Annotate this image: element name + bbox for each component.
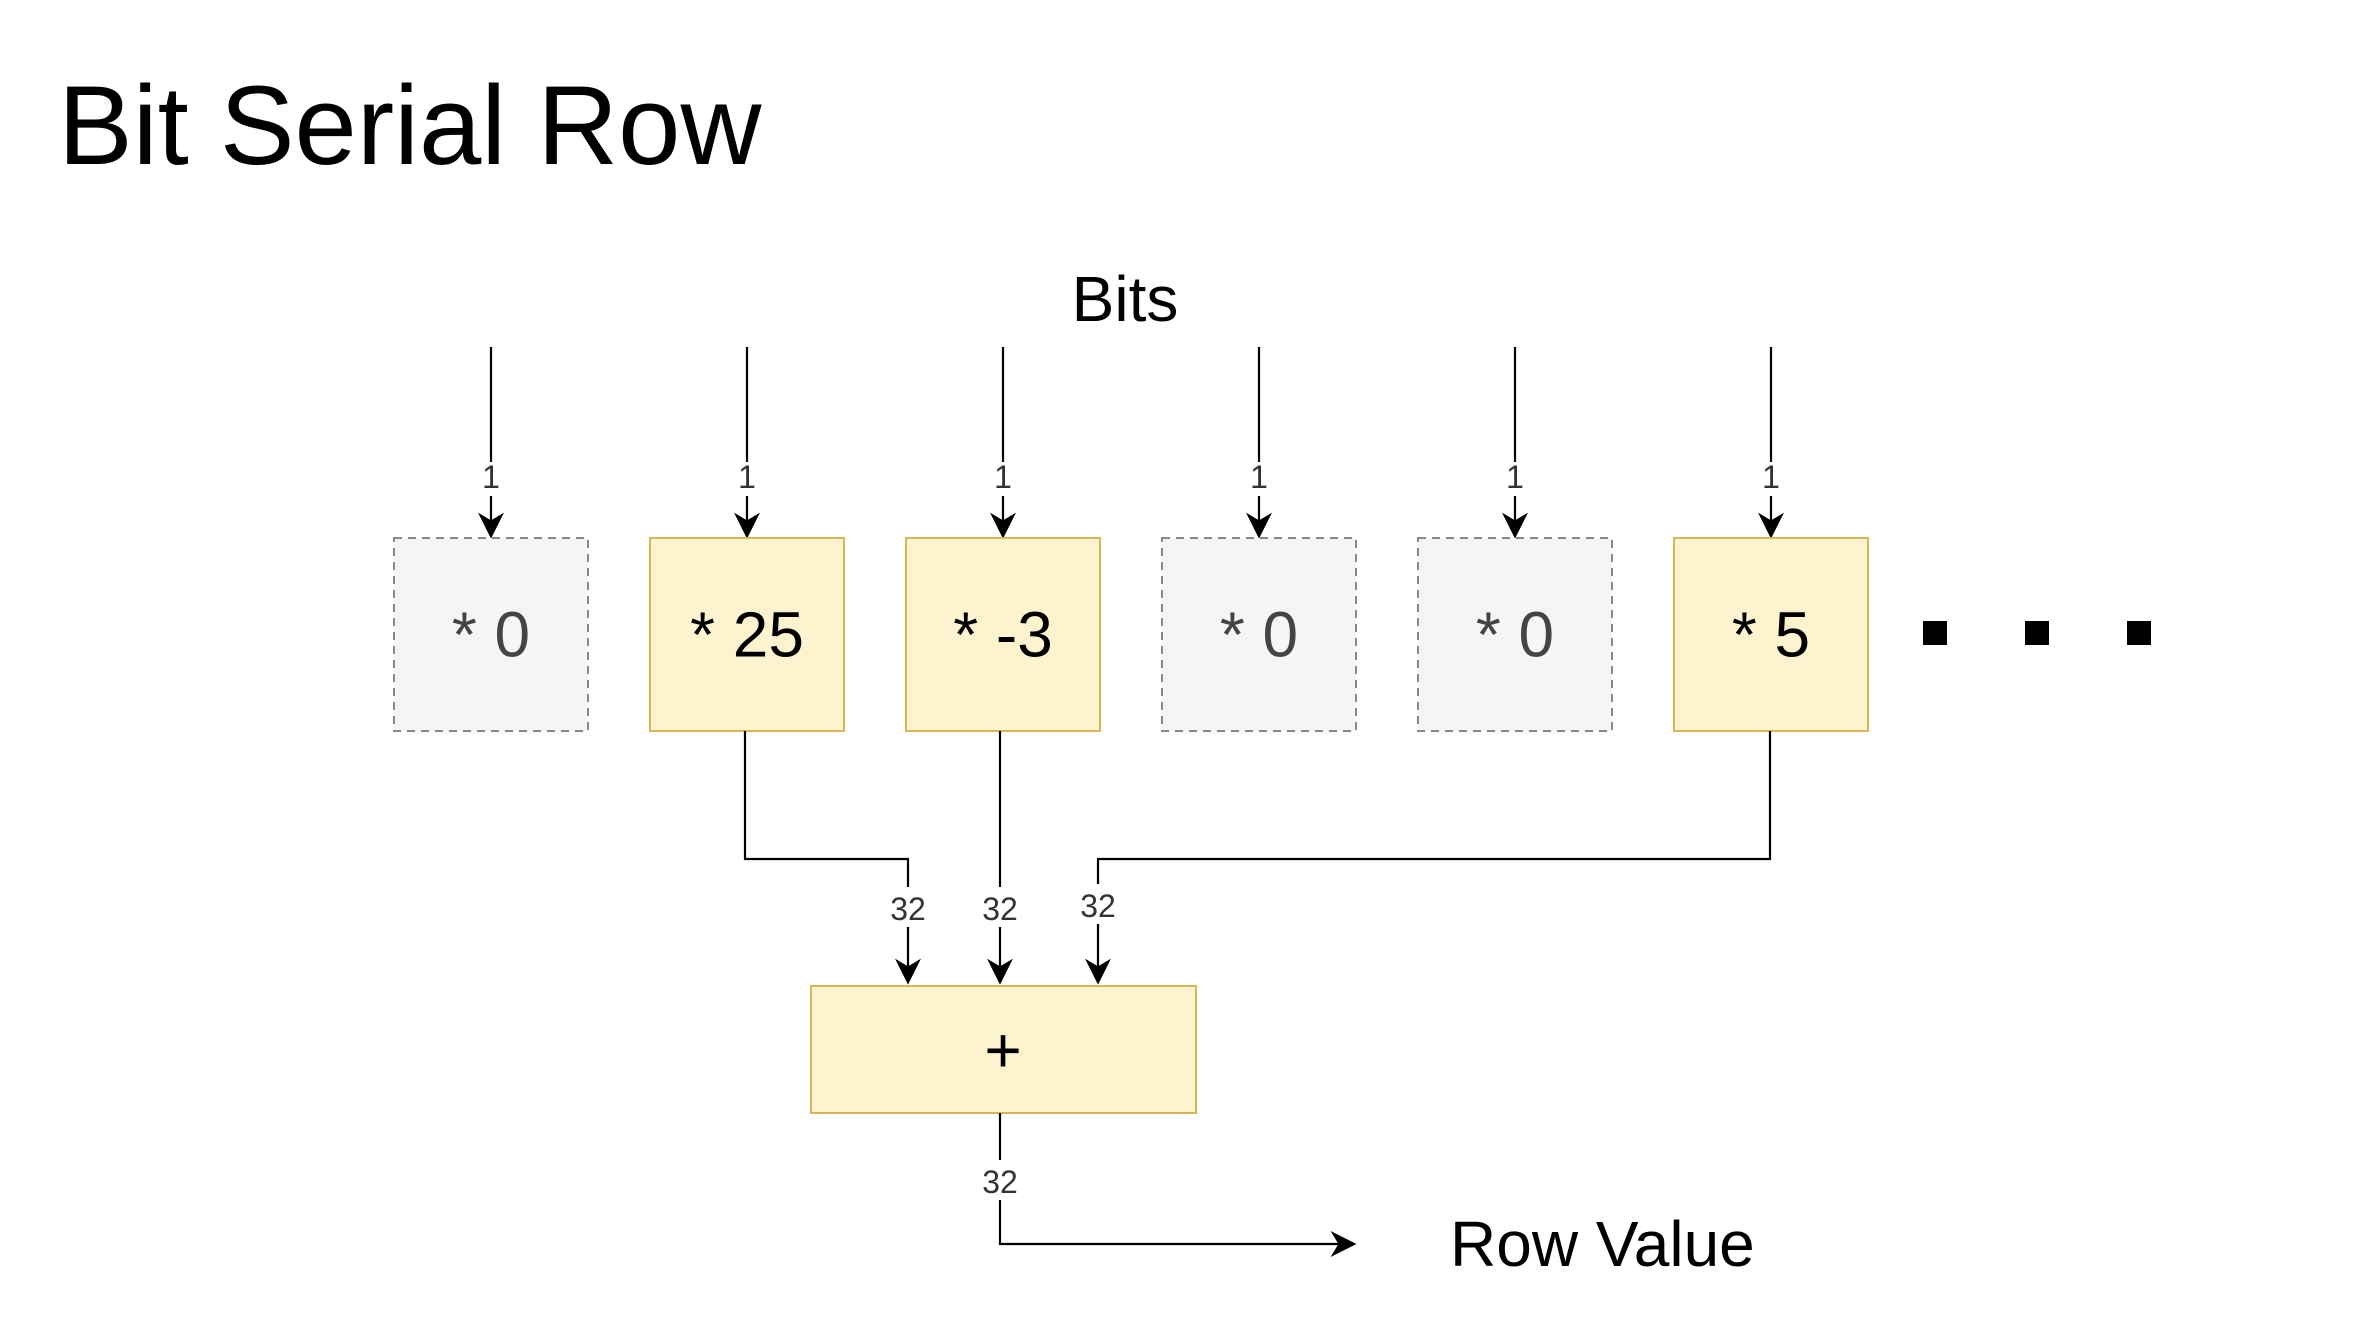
sum-width-label: 32 [890,891,926,927]
inactive-multiplier-box [393,537,589,732]
ellipsis-dot [2127,621,2151,645]
multiplier-label: * -3 [953,599,1053,671]
bit-width-label: 1 [994,459,1012,495]
sum-wire-1 [743,731,921,985]
sum-width-label: 32 [1080,888,1116,924]
page-title: Bit Serial Row [58,63,762,188]
multiplier-label: * 0 [1220,599,1298,671]
bit-width-label: 1 [1250,459,1268,495]
bits-label: Bits [1072,263,1179,335]
active-multiplier-box [1673,537,1869,732]
multiplier-label: * 0 [1476,599,1554,671]
adder-box [810,985,1197,1114]
ellipsis-dot [2025,621,2049,645]
inactive-multiplier-box [1417,537,1613,732]
bit-width-label: 1 [1506,459,1524,495]
output-width-label: 32 [982,1164,1018,1200]
output-wire [998,1113,1357,1257]
adder: + [810,985,1197,1114]
bit-width-label: 1 [1762,459,1780,495]
multiplier-label: * 0 [452,599,530,671]
multiplier-label: * 5 [1732,599,1810,671]
active-multiplier-box [649,537,845,732]
multiplier-cells: 1 * 0 1 * 25 1 * -3 1 * 0 1 * 0 1 * 5 [393,347,1869,732]
row-value-label: Row Value [1450,1208,1755,1280]
multiplier-label: * 25 [690,599,804,671]
ellipsis-dot [1923,621,1947,645]
ellipsis-squares-icon [1923,621,2151,645]
bit-width-label: 1 [738,459,756,495]
sum-width-label: 32 [982,891,1018,927]
active-multiplier-box [905,537,1101,732]
inactive-multiplier-box [1161,537,1357,732]
sum-wire-3 [1085,731,1772,985]
bit-width-label: 1 [482,459,500,495]
adder-label: + [984,1014,1021,1086]
